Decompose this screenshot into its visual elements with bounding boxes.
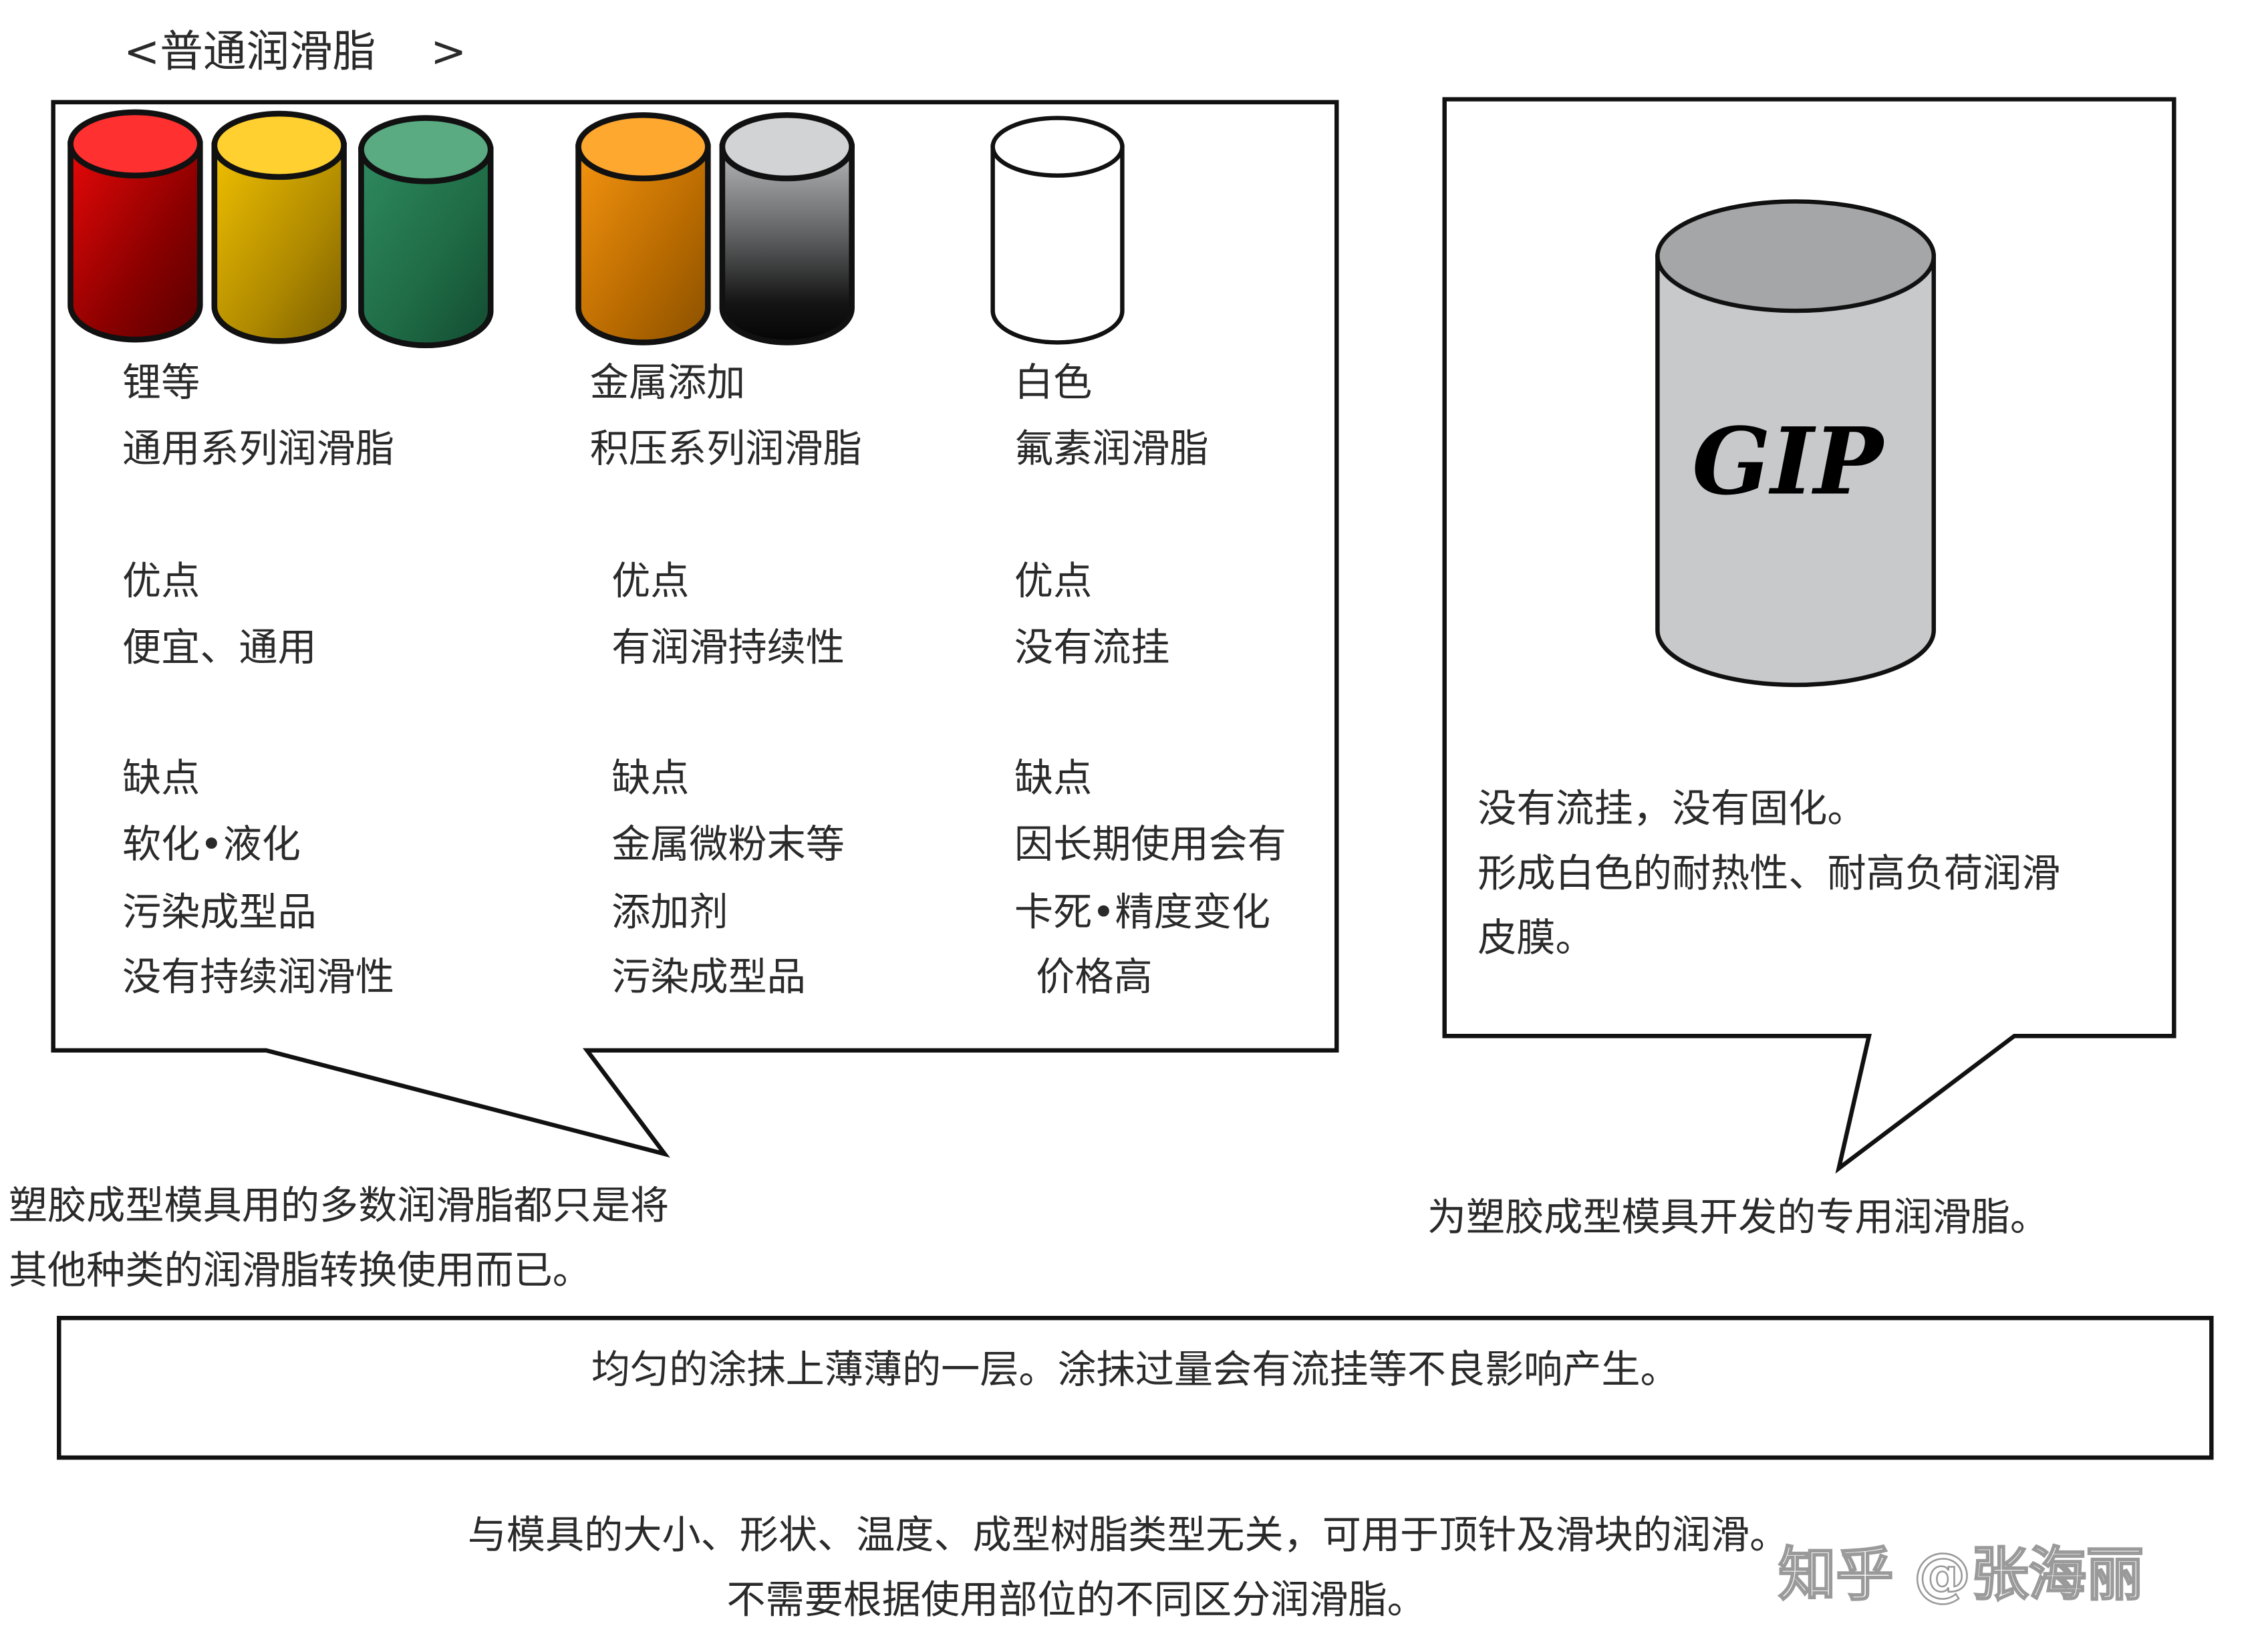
left-caption-line1: 塑胶成型模具用的多数润滑脂都只是将 xyxy=(8,1184,670,1229)
col2-cons-item: 污染成型品 xyxy=(611,955,806,1000)
col3-cons-item: 因长期使用会有 xyxy=(1014,823,1286,868)
col2-pros-item: 有润滑持续性 xyxy=(611,626,845,671)
col3-cons-item: 卡死•精度变化 xyxy=(1014,890,1271,936)
col2-type-line1: 金属添加 xyxy=(589,361,746,406)
cylinder-green-icon xyxy=(358,115,494,349)
right-desc-line1: 没有流挂，没有固化。 xyxy=(1477,787,1866,832)
col1-type-line2: 通用系列润滑脂 xyxy=(122,427,394,472)
left-speech-bubble xyxy=(51,100,1339,1158)
right-caption: 为塑胶成型模具开发的专用润滑脂。 xyxy=(1427,1196,2050,1240)
col3-cons-label: 缺点 xyxy=(1014,756,1093,802)
left-caption-line2: 其他种类的润滑脂转换使用而已。 xyxy=(8,1248,591,1294)
col3-type-line1: 白色 xyxy=(1014,361,1093,406)
cylinder-red-icon xyxy=(67,109,203,343)
col2-cons-item: 金属微粉末等 xyxy=(611,823,845,868)
footer-line2: 不需要根据使用部位的不同区分润滑脂。 xyxy=(726,1578,1426,1623)
col2-cons-item: 添加剂 xyxy=(611,890,728,936)
gip-label: GIP xyxy=(1692,408,1883,517)
col1-cons-item: 没有持续润滑性 xyxy=(122,955,394,1000)
cylinder-gray-icon xyxy=(719,112,855,346)
col3-cons-item: 价格高 xyxy=(1036,955,1153,1000)
gip-cylinder-icon xyxy=(1655,199,1936,688)
cylinder-yellow-icon xyxy=(211,110,347,344)
col2-type-line2: 积压系列润滑脂 xyxy=(589,427,862,472)
watermark: 知乎 @张海丽 xyxy=(1778,1542,2144,1610)
col1-pros-item: 便宜、通用 xyxy=(122,626,317,671)
heading: <普通润滑脂> xyxy=(124,31,466,75)
col1-cons-item: 污染成型品 xyxy=(122,890,317,936)
col1-pros-label: 优点 xyxy=(122,559,200,605)
footer-line1: 与模具的大小、形状、温度、成型树脂类型无关，可用于顶针及滑块的润滑。 xyxy=(467,1514,1789,1558)
col3-pros-label: 优点 xyxy=(1014,559,1093,605)
heading-label: 普通润滑脂 xyxy=(160,27,376,78)
cylinder-white-icon xyxy=(990,116,1125,345)
right-desc-line2: 形成白色的耐热性、耐高负荷润滑 xyxy=(1477,851,2061,897)
col1-type-line1: 锂等 xyxy=(122,361,200,406)
cylinder-orange-icon xyxy=(575,112,711,346)
col2-pros-label: 优点 xyxy=(611,559,690,605)
note-box-text: 均匀的涂抹上薄薄的一层。涂抹过量会有流挂等不良影响产生。 xyxy=(591,1348,1679,1393)
col2-cons-label: 缺点 xyxy=(611,756,690,802)
right-desc-line3: 皮膜。 xyxy=(1477,916,1594,962)
heading-close-bracket: > xyxy=(430,27,467,78)
col1-cons-item: 软化•液化 xyxy=(122,823,301,868)
heading-open-bracket: < xyxy=(124,27,160,78)
col3-pros-item: 没有流挂 xyxy=(1014,626,1170,671)
note-box xyxy=(57,1316,2214,1460)
col3-type-line2: 氟素润滑脂 xyxy=(1014,427,1209,472)
col1-cons-label: 缺点 xyxy=(122,756,200,802)
